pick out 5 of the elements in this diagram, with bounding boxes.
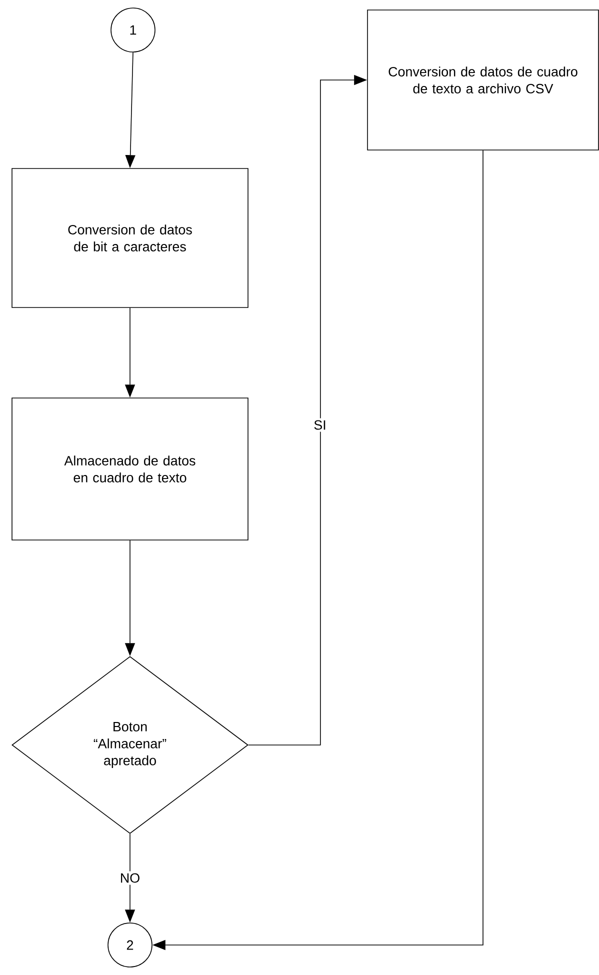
process-box: Conversion de datos de bit a caracteres bbox=[12, 168, 248, 308]
edge-label: SI bbox=[312, 418, 328, 432]
process-box: Almacenado de datos en cuadro de texto bbox=[12, 398, 248, 540]
process-box: Conversion de datos de cuadro de texto a archivo CSV bbox=[367, 10, 599, 150]
edge-label: NO bbox=[118, 871, 142, 885]
